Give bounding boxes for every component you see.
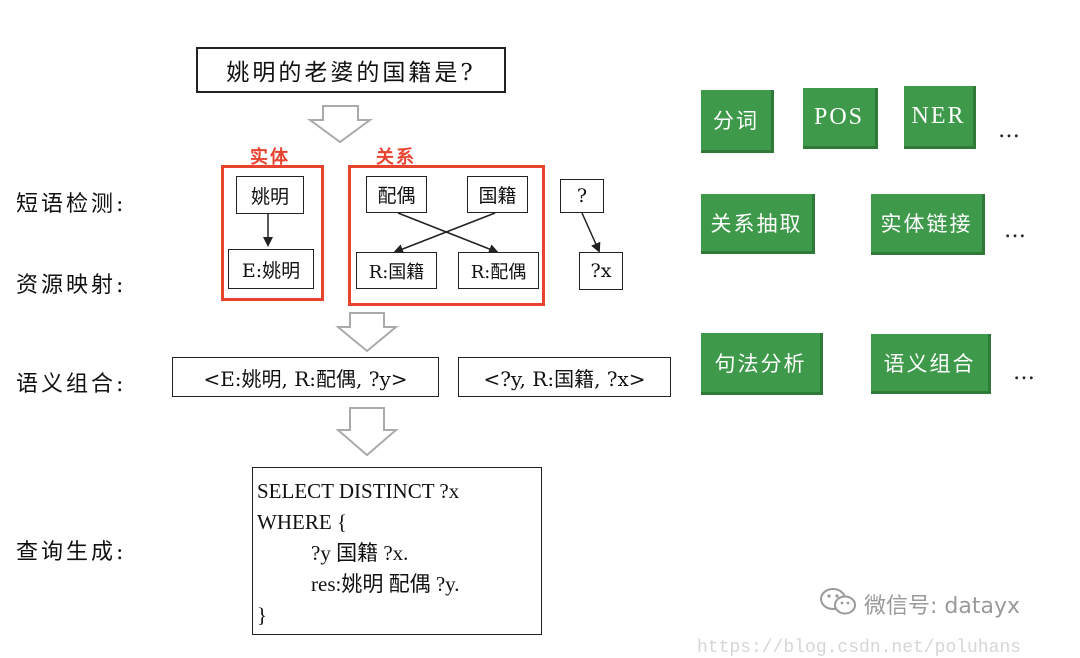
task-tile-entity-linking: 实体链接 xyxy=(871,194,985,255)
entity-group-label: 实体 xyxy=(250,147,290,168)
sparql-query-box: SELECT DISTINCT ?x WHERE { ?y 国籍 ?x. res… xyxy=(252,467,542,635)
phrase-box-entity: 姚明 xyxy=(236,176,304,214)
wechat-icon xyxy=(818,585,858,619)
watermark-url: https://blog.csdn.net/poluhans xyxy=(697,638,1022,658)
triple-1-text: <E:姚明, R:配偶, ?y> xyxy=(203,366,408,391)
sparql-line-triple-2: res:姚明 配偶 ?y. xyxy=(311,572,460,596)
task-tile-segmentation: 分词 xyxy=(701,90,774,153)
stage-label-phrase-detection: 短语检测: xyxy=(16,192,127,217)
watermark-text: 微信号: datayx xyxy=(864,594,1020,619)
phrase-box-relation-1: 配偶 xyxy=(366,176,427,213)
relation-cross-arrow-2 xyxy=(393,212,496,254)
down-arrow-2 xyxy=(335,312,399,353)
question-text: 姚明的老婆的国籍是? xyxy=(226,60,476,86)
task-tile-relation-extraction: 关系抽取 xyxy=(701,194,815,254)
relation-cross-arrow-1 xyxy=(397,212,499,254)
mapping-box-unknown: ?x xyxy=(579,252,623,290)
mapping-unknown-text: ?x xyxy=(590,260,612,282)
sparql-line-where: WHERE { xyxy=(257,510,347,534)
mapping-box-relation-2: R:配偶 xyxy=(458,252,539,289)
row-2-ellipsis: … xyxy=(1004,218,1027,243)
row-3-ellipsis: … xyxy=(1013,360,1036,385)
row-1-ellipsis: … xyxy=(998,118,1021,143)
question-box: 姚明的老婆的国籍是? xyxy=(196,47,506,93)
phrase-unknown-text: ? xyxy=(576,185,588,207)
mapping-box-relation-1: R:国籍 xyxy=(356,252,437,289)
phrase-relation-1-text: 配偶 xyxy=(377,185,416,207)
relation-group-frame xyxy=(348,165,545,306)
sparql-line-select: SELECT DISTINCT ?x xyxy=(257,479,460,503)
phrase-relation-2-text: 国籍 xyxy=(478,185,517,207)
task-tile-pos: POS xyxy=(803,88,878,149)
mapping-relation-1-text: R:国籍 xyxy=(368,261,425,283)
mapping-box-entity: E:姚明 xyxy=(228,249,314,289)
triple-box-2: <?y, R:国籍, ?x> xyxy=(458,357,671,397)
down-arrow-1 xyxy=(306,105,374,144)
stage-label-query-generation: 查询生成: xyxy=(16,540,127,565)
task-tile-semantic-composition: 语义组合 xyxy=(871,334,991,394)
phrase-entity-text: 姚明 xyxy=(250,185,289,208)
phrase-box-unknown: ? xyxy=(560,179,604,213)
stage-label-resource-mapping: 资源映射: xyxy=(16,273,127,298)
stage-label-semantic-composition: 语义组合: xyxy=(16,372,127,397)
phrase-box-relation-2: 国籍 xyxy=(467,176,528,213)
task-tile-syntactic-parsing: 句法分析 xyxy=(701,333,823,395)
sparql-line-close: } xyxy=(257,603,268,627)
task-tile-ner: NER xyxy=(904,86,976,149)
down-arrow-3 xyxy=(335,407,399,457)
triple-box-1: <E:姚明, R:配偶, ?y> xyxy=(172,357,439,397)
relation-group-label: 关系 xyxy=(376,147,416,168)
mapping-relation-2-text: R:配偶 xyxy=(470,261,527,283)
mapping-entity-text: E:姚明 xyxy=(241,259,301,282)
sparql-line-triple-1: ?y 国籍 ?x. xyxy=(311,541,409,565)
unknown-map-arrow xyxy=(581,212,601,253)
entity-group-frame xyxy=(221,165,324,301)
triple-2-text: <?y, R:国籍, ?x> xyxy=(483,366,646,391)
